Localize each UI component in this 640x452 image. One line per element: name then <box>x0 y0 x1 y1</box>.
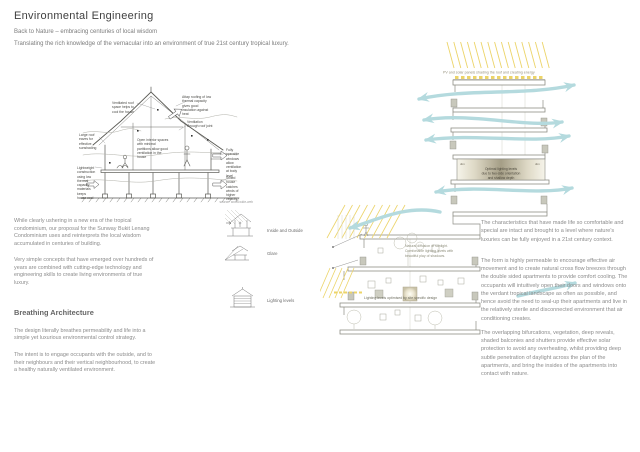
left-text-column: While clearly ushering in a new era of t… <box>14 218 156 384</box>
label-operable-windows: Fully operable windows allow ventilation… <box>226 148 242 178</box>
plan-room-squares <box>367 244 465 322</box>
terrace-trees <box>346 232 443 329</box>
body-paragraph: While clearly ushering in a new era of t… <box>14 218 150 247</box>
building-section-diagram: PV and solar panels shading the roof and… <box>320 38 640 338</box>
glare-label: Glare <box>267 251 278 256</box>
inside-outside-label: Inside and Outside <box>267 228 303 233</box>
person-standing-figure <box>183 145 191 167</box>
label-stilted-house: Stilted house catches winds of higher ve… <box>226 176 239 202</box>
vernacular-house-diagram: Ventilated roof space helps to cool the … <box>75 75 253 215</box>
page-subtitle: Back to Nature – embracing centuries of … <box>14 29 158 35</box>
band-dim-left: dim <box>460 162 465 166</box>
garden-lighting-label: Lighting levels optimised by site specif… <box>364 296 437 300</box>
lighting-levels-icon <box>229 287 256 309</box>
label-lightweight-construction: Lightweight construction using low therm… <box>77 166 96 200</box>
person-sitting-figure <box>116 154 129 169</box>
body-paragraph: The characteristics that have made life … <box>481 220 624 243</box>
band-caption-1: Optimal lighting levels <box>485 167 517 171</box>
label-attap-roofing: Attap roofing of low thermal capacity gi… <box>182 95 212 116</box>
band-caption-3: and shallow depth <box>488 176 515 180</box>
sun-rays-terrace <box>320 204 406 299</box>
sun-hatch-lines <box>225 210 248 225</box>
glare-icon <box>225 242 249 262</box>
page-title: Environmental Engineering <box>14 10 154 22</box>
solar-caption: PV and solar panels shading the roof and… <box>443 71 535 75</box>
right-text-column: The characteristics that have made life … <box>481 219 631 384</box>
body-paragraph: The design literally breathes permeabili… <box>14 327 146 342</box>
sun-rays-roof <box>446 41 550 69</box>
body-paragraph: The intent is to engage occupants with t… <box>14 351 156 374</box>
person-on-terrace <box>363 221 369 237</box>
natural-diffusion-label-3: beautiful play of shadows. <box>405 254 445 258</box>
body-paragraph: The overlapping bifurcations, vegetation… <box>481 329 622 377</box>
house-section-illustration <box>80 86 240 203</box>
band-dim-right: dim <box>535 162 540 166</box>
natural-diffusion-label-2: Comfortable lighting levels with <box>405 249 453 253</box>
inside-outside-icon <box>225 210 255 238</box>
image-source-caption: source: world-wide-web <box>219 200 253 204</box>
label-anchor-dots <box>109 109 209 164</box>
breeze-arrows <box>348 82 577 298</box>
ventilation-arrows <box>86 108 228 190</box>
label-roof-joint: Ventilation through roof joint <box>187 120 213 129</box>
label-roof-eaves: Large roof eaves for effective sunshadin… <box>79 133 97 150</box>
body-paragraph: Very simple concepts that have emerged o… <box>14 257 154 286</box>
pv-panel-row <box>453 76 545 80</box>
lighting-levels-label: Lighting levels <box>267 298 295 303</box>
skylight-dashes <box>334 291 362 294</box>
page-subtitle-2: Translating the rich knowledge of the ve… <box>14 41 289 47</box>
natural-diffusion-label-1: Natural diffusion of sunlight. <box>405 244 448 248</box>
body-paragraph: The form is highly permeable to encourag… <box>481 257 628 322</box>
section-heading-breathing-architecture: Breathing Architecture <box>14 307 94 317</box>
label-ventilated-roof: Ventilated roof space helps to cool the … <box>112 101 135 114</box>
optimal-lighting-band: dim dim Optimal lighting levels due to t… <box>456 158 546 181</box>
wind-stream-lines <box>82 114 238 183</box>
label-leader-lines <box>94 100 227 183</box>
lightwell-glow-square <box>402 286 418 302</box>
band-caption-2: due to two-side orientation <box>482 172 521 176</box>
detail-leader-lines <box>332 233 363 269</box>
label-open-interior: Open interior spaces with minimal partit… <box>137 138 169 159</box>
